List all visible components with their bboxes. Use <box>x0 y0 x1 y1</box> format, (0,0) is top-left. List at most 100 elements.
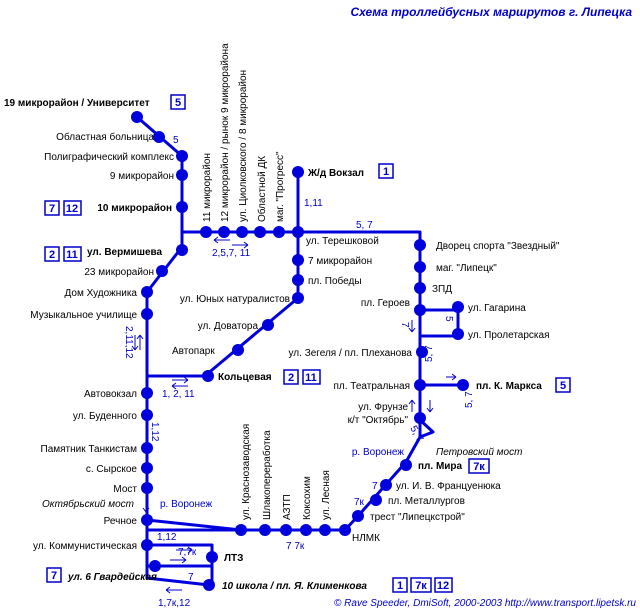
badges-s19: 5 <box>170 94 186 110</box>
label-krasnozavod: ул. Краснозаводская <box>241 424 252 520</box>
label-kommun: ул. Коммунистическая <box>33 541 137 552</box>
label-budennogo: ул. Буденного <box>73 411 138 422</box>
label-mira: пл. Мира <box>418 461 463 472</box>
label-gagarina: ул. Гагарина <box>468 303 526 314</box>
label-ltz: ЛТЗ <box>224 553 243 564</box>
badges-mira: 7к <box>468 458 490 474</box>
label-teatralnaya: пл. Театральная <box>333 381 410 392</box>
label-oktmost: Октябрьский мост <box>42 498 134 510</box>
seg-r57c: 5, 7 <box>407 424 425 444</box>
station-labels: 19 микрорайон / Университет Областная бо… <box>4 43 560 592</box>
segment-labels: 5 1,11 5, 7 2,5,7, 11 2,11,12 1, 2, 11 1… <box>123 135 475 609</box>
footer-credits: © Rave Speeder, DmiSoft, 2000-2003 http:… <box>334 598 636 609</box>
label-koksohim: Коксохим <box>302 476 313 520</box>
label-oblbol: Областная больница <box>56 131 154 143</box>
seg-r57top: 5, 7 <box>356 220 373 231</box>
badges-gvard: 7 <box>46 567 62 583</box>
badge-shkola10-2: 12 <box>437 580 449 592</box>
label-proletarskaya: ул. Пролетарская <box>468 330 550 341</box>
badge-koltsevaya-0: 2 <box>288 372 294 384</box>
label-polytech: Полиграфический комплекс <box>44 151 174 163</box>
seg-r7: 7 <box>188 572 194 583</box>
label-aztp: АЗТП <box>282 494 293 520</box>
badges-shkola10: 1 7к 12 <box>392 577 453 593</box>
label-voronezh-l: р. Воронеж <box>352 447 404 458</box>
map-title: Схема троллейбусных маршрутов г. Липецка <box>350 5 632 19</box>
label-lesnaya: ул. Лесная <box>321 470 332 520</box>
label-avtovokzal: Автовокзал <box>84 389 137 400</box>
seg-r112h: 1,12 <box>157 532 177 543</box>
badges-m10: 7 12 <box>44 200 82 216</box>
direction-arrows <box>131 236 457 594</box>
label-zpd: ЗПД <box>432 284 452 295</box>
label-zvezdny: Дворец спорта "Звездный" <box>436 241 560 252</box>
badges-vermisheva: 2 11 <box>44 246 82 262</box>
label-tereshkovoy: ул. Терешковой <box>306 236 379 247</box>
seg-r25711: 2,5,7, 11 <box>212 248 251 259</box>
stops <box>131 111 469 591</box>
badge-gvard-0: 7 <box>51 570 57 582</box>
seg-r1211: 1, 2, 11 <box>162 389 195 400</box>
label-shkola10: 10 школа / пл. Я. Клименкова <box>222 581 367 592</box>
label-geroev: пл. Героев <box>361 298 410 309</box>
badge-mira-0: 7к <box>473 461 485 473</box>
label-oktyabr: к/т "Октябрь" <box>348 414 409 426</box>
label-zdvokzal: Ж/д Вокзал <box>307 168 364 179</box>
label-pobedy: пл. Победы <box>308 275 362 287</box>
seg-r5v: 5 <box>443 316 454 322</box>
badge-m10-0: 7 <box>49 203 55 215</box>
label-metallurgov: пл. Металлургов <box>388 496 465 507</box>
seg-r5: 5 <box>173 135 179 146</box>
label-nlmk: НЛМК <box>352 533 380 544</box>
route-badges: 5 7 12 2 11 1 2 11 5 7к <box>44 94 571 593</box>
seg-r7mira: 7 <box>372 481 378 492</box>
seg-r7k: 7к <box>354 497 365 508</box>
label-petrovsky: Петровский мост <box>436 447 522 458</box>
label-shlako: Шлакопереработка <box>261 430 273 520</box>
label-koltsevaya: Кольцевая <box>218 372 272 383</box>
seg-r57b: 5, 7 <box>464 391 475 408</box>
badge-koltsevaya-1: 11 <box>305 372 317 384</box>
seg-r57a: 5, 7 <box>424 345 435 362</box>
label-domhud: Дом Художника <box>65 288 138 299</box>
label-frunze: ул. Фрунзе <box>358 402 408 413</box>
label-tankistam: Памятник Танкистам <box>41 444 138 455</box>
badge-s19-0: 5 <box>175 97 181 109</box>
label-rechnoe: Речное <box>104 516 138 527</box>
label-m10: 10 микрорайон <box>97 203 172 214</box>
label-gvard: ул. 6 Гвардейская <box>67 572 157 583</box>
label-progress: маг. "Прогресс" <box>275 151 286 222</box>
label-obldk: Областной ДК <box>256 156 268 222</box>
label-syrskoe: с. Сырское <box>86 464 138 475</box>
seg-r112v: 1,12 <box>149 422 160 442</box>
label-most: Мост <box>113 484 137 495</box>
label-s19: 19 микрорайон / Университет <box>4 98 150 109</box>
label-zegelya: ул. Зегеля / пл. Плеханова <box>289 348 413 359</box>
badge-m10-1: 12 <box>66 203 78 215</box>
label-tsiolk: ул. Циолковского / 8 микрорайон <box>238 70 249 222</box>
badge-vermisheva-1: 11 <box>66 249 78 261</box>
label-m12: 12 микрорайон / рынок 9 микрорайона <box>220 43 231 222</box>
label-lipetskstroy: трест "Липецкстрой" <box>370 512 465 523</box>
seg-r111: 1,11 <box>304 198 323 209</box>
badges-koltsevaya: 2 11 <box>283 369 321 385</box>
seg-r17k12: 1,7к,12 <box>158 598 191 609</box>
label-dovatora: ул. Доватора <box>198 321 259 332</box>
label-m23: 23 микрорайон <box>84 267 154 278</box>
badges-kmarksa: 5 <box>555 377 571 393</box>
label-m7: 7 микрорайон <box>308 256 372 267</box>
label-music: Музыкальное училище <box>30 310 137 321</box>
badges-zdvokzal: 1 <box>378 163 394 179</box>
badge-shkola10-0: 1 <box>397 580 403 592</box>
seg-r77k: 7,7к <box>178 547 197 558</box>
badge-vermisheva-0: 2 <box>49 249 55 261</box>
label-kmarksa: пл. К. Маркса <box>476 381 542 392</box>
label-voronezh-r: р. Воронеж <box>160 499 212 510</box>
label-avtopark: Автопарк <box>172 346 215 357</box>
badge-kmarksa-0: 5 <box>560 380 566 392</box>
badge-zdvokzal-0: 1 <box>383 166 389 178</box>
seg-r77kltz: 7 7к <box>286 541 305 552</box>
label-m11: 11 микрорайон <box>202 153 213 222</box>
label-m9: 9 микрорайон <box>110 171 174 182</box>
